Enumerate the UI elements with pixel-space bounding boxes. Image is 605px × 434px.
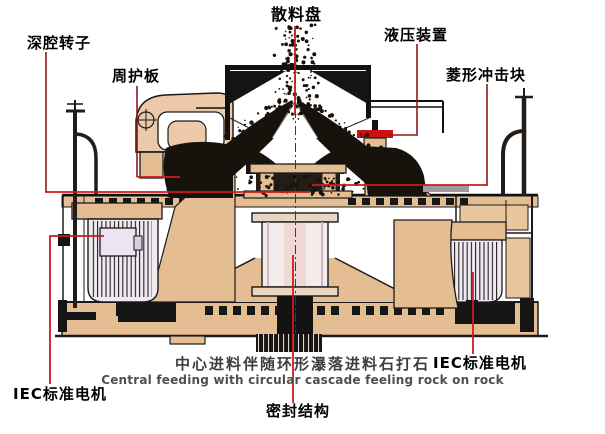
right-deflector xyxy=(311,71,368,104)
left-deflector xyxy=(229,71,286,104)
caption-english: Central feeding with circular cascade fe… xyxy=(101,373,504,387)
left-rock-curtain xyxy=(178,100,295,196)
base-vent-slots xyxy=(205,306,444,315)
impact-block-gray-part xyxy=(423,185,469,192)
splitter-cone-gap xyxy=(272,100,318,138)
base-block-right xyxy=(455,303,515,324)
motor-junction-box xyxy=(99,227,137,257)
base-tab xyxy=(169,335,206,345)
hydraulic-red-cap xyxy=(357,130,393,138)
label-diamond-impact-block: 菱形冲击块 xyxy=(446,66,527,84)
seal-block xyxy=(256,334,322,352)
left-motor xyxy=(71,202,163,316)
leader-hydraulic-device xyxy=(390,44,418,136)
crushing-chamber xyxy=(196,65,444,141)
leader-iec-motor-left xyxy=(49,235,104,384)
rock-particles xyxy=(166,23,425,198)
leader-lines-bright xyxy=(45,26,488,403)
right-motor-arch xyxy=(393,219,459,309)
label-peripheral-guard-plate: 周护板 xyxy=(112,67,161,85)
base-block-left xyxy=(118,303,176,322)
caption-chinese: 中心进料伴随环形瀑落进料石打石 xyxy=(174,355,430,373)
base-foot-right xyxy=(520,298,534,332)
label-hydraulic-device: 液压装置 xyxy=(384,26,449,44)
label-iec-motor-right: IEC标准电机 xyxy=(433,354,527,372)
rock-masses xyxy=(163,100,427,198)
leader-lines-dark xyxy=(45,44,488,192)
left-frame-pipe xyxy=(66,100,98,308)
label-deep-cavity-rotor: 深腔转子 xyxy=(27,34,92,52)
label-scatter-disc: 散料盘 xyxy=(271,5,323,24)
label-iec-motor-left: IEC标准电机 xyxy=(13,385,107,403)
right-frame-pipe xyxy=(501,88,533,196)
right-rock-curtain xyxy=(295,100,412,196)
base-foot-left xyxy=(58,300,67,332)
label-seal-structure: 密封结构 xyxy=(266,402,331,420)
right-motor xyxy=(393,219,507,312)
